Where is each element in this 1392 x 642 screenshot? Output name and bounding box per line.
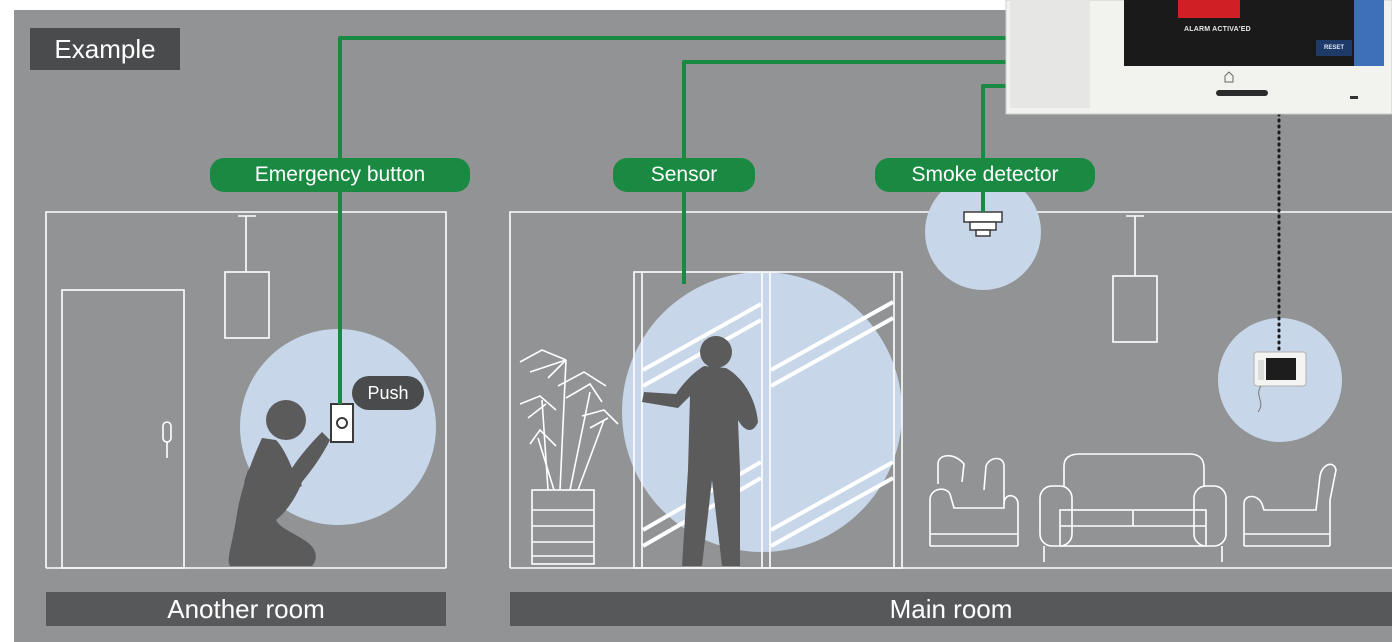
reset-button[interactable]: RESET [1316, 40, 1352, 56]
push-bubble: Push [352, 376, 424, 410]
control-panel [1006, 0, 1392, 114]
another-room-label: Another room [46, 592, 446, 626]
emergency-button-device [331, 404, 353, 442]
emergency-button-label: Emergency button [210, 158, 470, 192]
smoke-detector-label: Smoke detector [875, 158, 1095, 192]
example-tag: Example [30, 28, 180, 70]
alarm-status-text: ALARM ACTIVA'ED [1184, 26, 1251, 33]
main-room-label: Main room [510, 592, 1392, 626]
sensor-label: Sensor [613, 158, 755, 192]
